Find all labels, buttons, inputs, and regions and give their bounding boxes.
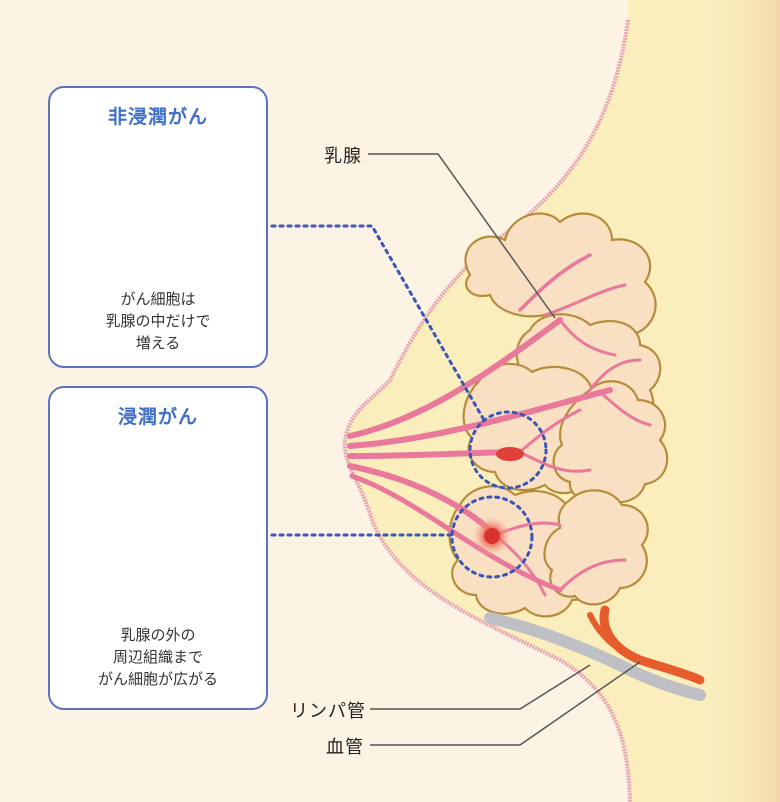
desc-line: がん細胞は — [50, 288, 266, 310]
card-description-non-invasive: がん細胞は 乳腺の中だけで 増える — [50, 288, 266, 354]
card-title-non-invasive: 非浸潤がん — [50, 102, 266, 129]
desc-line: がん細胞が広がる — [50, 668, 266, 690]
desc-line: 周辺組織まで — [50, 646, 266, 668]
card-non-invasive: 非浸潤がん がん細胞は 乳腺の中だけで 増える — [48, 86, 268, 368]
card-title-invasive: 浸潤がん — [50, 402, 266, 429]
label-blood-vessel: 血管 — [326, 733, 364, 759]
label-mammary-gland: 乳腺 — [324, 142, 362, 168]
tumor-non-invasive — [496, 447, 524, 461]
label-lymph-vessel: リンパ管 — [290, 697, 366, 723]
card-invasive: 浸潤がん 乳腺の外の 周辺組織まで がん細胞が広がる — [48, 386, 268, 710]
card-description-invasive: 乳腺の外の 周辺組織まで がん細胞が広がる — [50, 624, 266, 690]
desc-line: 乳腺の中だけで — [50, 310, 266, 332]
tumor-invasive — [484, 528, 500, 544]
desc-line: 乳腺の外の — [50, 624, 266, 646]
desc-line: 増える — [50, 332, 266, 354]
leader-lymph-vessel — [370, 665, 590, 709]
